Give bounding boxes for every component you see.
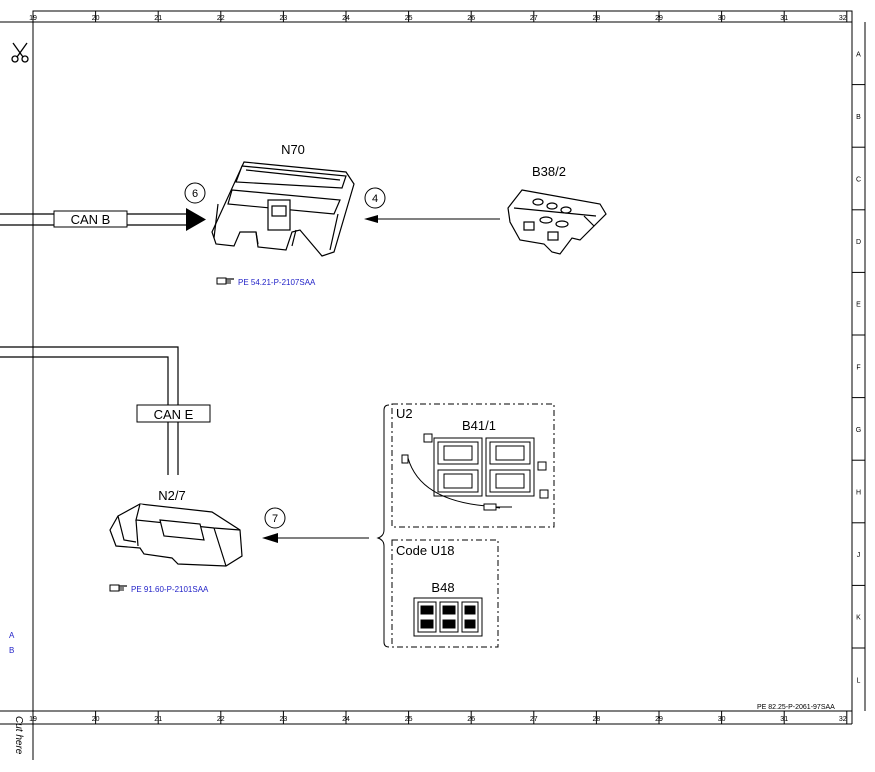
b38-2-rain-light-sensor	[507, 189, 607, 255]
row-label: B	[856, 114, 861, 121]
signal-4-circle	[364, 187, 386, 209]
row-label: A	[856, 51, 861, 58]
b48-label: B48	[431, 580, 454, 595]
row-label: J	[857, 552, 861, 559]
signal-4-label: 4	[372, 193, 378, 205]
row-label: L	[857, 677, 861, 684]
column-label: 32	[839, 716, 847, 723]
row-label: E	[856, 302, 861, 309]
n70-reference: PE 54.21-P-2107SAA	[216, 277, 316, 287]
column-label: 21	[154, 716, 162, 723]
row-label: K	[856, 615, 861, 622]
column-label: 26	[467, 716, 475, 723]
n70-reference-text: PE 54.21-P-2107SAA	[238, 278, 316, 287]
column-label: 32	[839, 15, 847, 22]
column-label: 24	[342, 716, 350, 723]
diagram-reference: PE 82.25-P-2061-97SAA	[757, 704, 835, 711]
column-label: 29	[655, 15, 663, 22]
column-label: 28	[593, 15, 601, 22]
column-label: 23	[280, 15, 288, 22]
column-label: 30	[718, 15, 726, 22]
column-label: 22	[217, 716, 225, 723]
signal-4-arrowhead	[364, 215, 378, 223]
column-label: 27	[530, 716, 538, 723]
column-label: 20	[92, 716, 100, 723]
row-label: G	[856, 427, 861, 434]
hand-pointer-icon	[216, 277, 234, 285]
column-label: 28	[593, 716, 601, 723]
column-label: 27	[530, 15, 538, 22]
scissors-icon	[11, 42, 29, 63]
column-label: 25	[405, 716, 413, 723]
b38-2-label: B38/2	[532, 164, 566, 179]
n70-overhead-control-panel	[211, 161, 355, 257]
column-label: 22	[217, 15, 225, 22]
code-u18-group-box	[391, 539, 499, 648]
column-label: 29	[655, 716, 663, 723]
column-label: 25	[405, 15, 413, 22]
column-label: 23	[280, 716, 288, 723]
row-label: C	[856, 177, 861, 184]
can-b-label-box	[53, 210, 128, 228]
can-b-arrowhead	[186, 208, 206, 231]
column-label: 31	[780, 716, 788, 723]
n2-7-label: N2/7	[158, 488, 185, 503]
column-label: 19	[29, 716, 37, 723]
row-ticks: A B C D E F G H J K L	[852, 51, 865, 684]
column-label: 30	[718, 716, 726, 723]
n2-7-reference-text: PE 91.60-P-2101SAA	[131, 585, 209, 594]
signal-6-circle	[184, 182, 206, 204]
b48-sensor-mat	[413, 597, 483, 637]
n70-label: N70	[281, 142, 305, 157]
column-ticks-top: 19 20 21 22 23 24 25 26 27 28 29 30 31 32	[29, 11, 848, 22]
signal-7-label: 7	[272, 513, 278, 525]
column-label: 31	[780, 15, 788, 22]
column-label: 26	[467, 15, 475, 22]
sensor-group-brace	[376, 404, 390, 648]
can-b-label: CAN B	[71, 212, 111, 227]
u2-group-box	[391, 403, 555, 528]
signal-6-label: 6	[192, 188, 198, 200]
column-label: 20	[92, 15, 100, 22]
cut-here-label: Cut here	[13, 716, 24, 755]
b41-1-label: B41/1	[462, 418, 496, 433]
column-label: 21	[154, 15, 162, 22]
u2-group-label: U2	[396, 406, 413, 421]
column-label: 24	[342, 15, 350, 22]
left-mark-b: B	[9, 646, 14, 655]
row-label: D	[856, 239, 861, 246]
n2-7-reference: PE 91.60-P-2101SAA	[109, 584, 209, 594]
column-label: 19	[29, 15, 37, 22]
can-e-label: CAN E	[154, 407, 194, 422]
column-ticks-bottom: 19 20 21 22 23 24 25 26 27 28 29 30 31 32	[29, 711, 848, 724]
b41-1-weight-sensing-mat	[401, 433, 549, 511]
left-mark-a: A	[9, 631, 15, 640]
signal-7-circle	[264, 507, 286, 529]
can-e-label-box	[136, 404, 211, 423]
row-label: F	[856, 364, 860, 371]
can-e-bus	[0, 346, 179, 475]
hand-pointer-icon	[109, 584, 127, 592]
row-label: H	[856, 490, 861, 497]
signal-7-arrowhead	[262, 533, 278, 543]
code-u18-group-label: Code U18	[396, 543, 455, 558]
n2-7-restraint-control-unit	[109, 503, 243, 567]
